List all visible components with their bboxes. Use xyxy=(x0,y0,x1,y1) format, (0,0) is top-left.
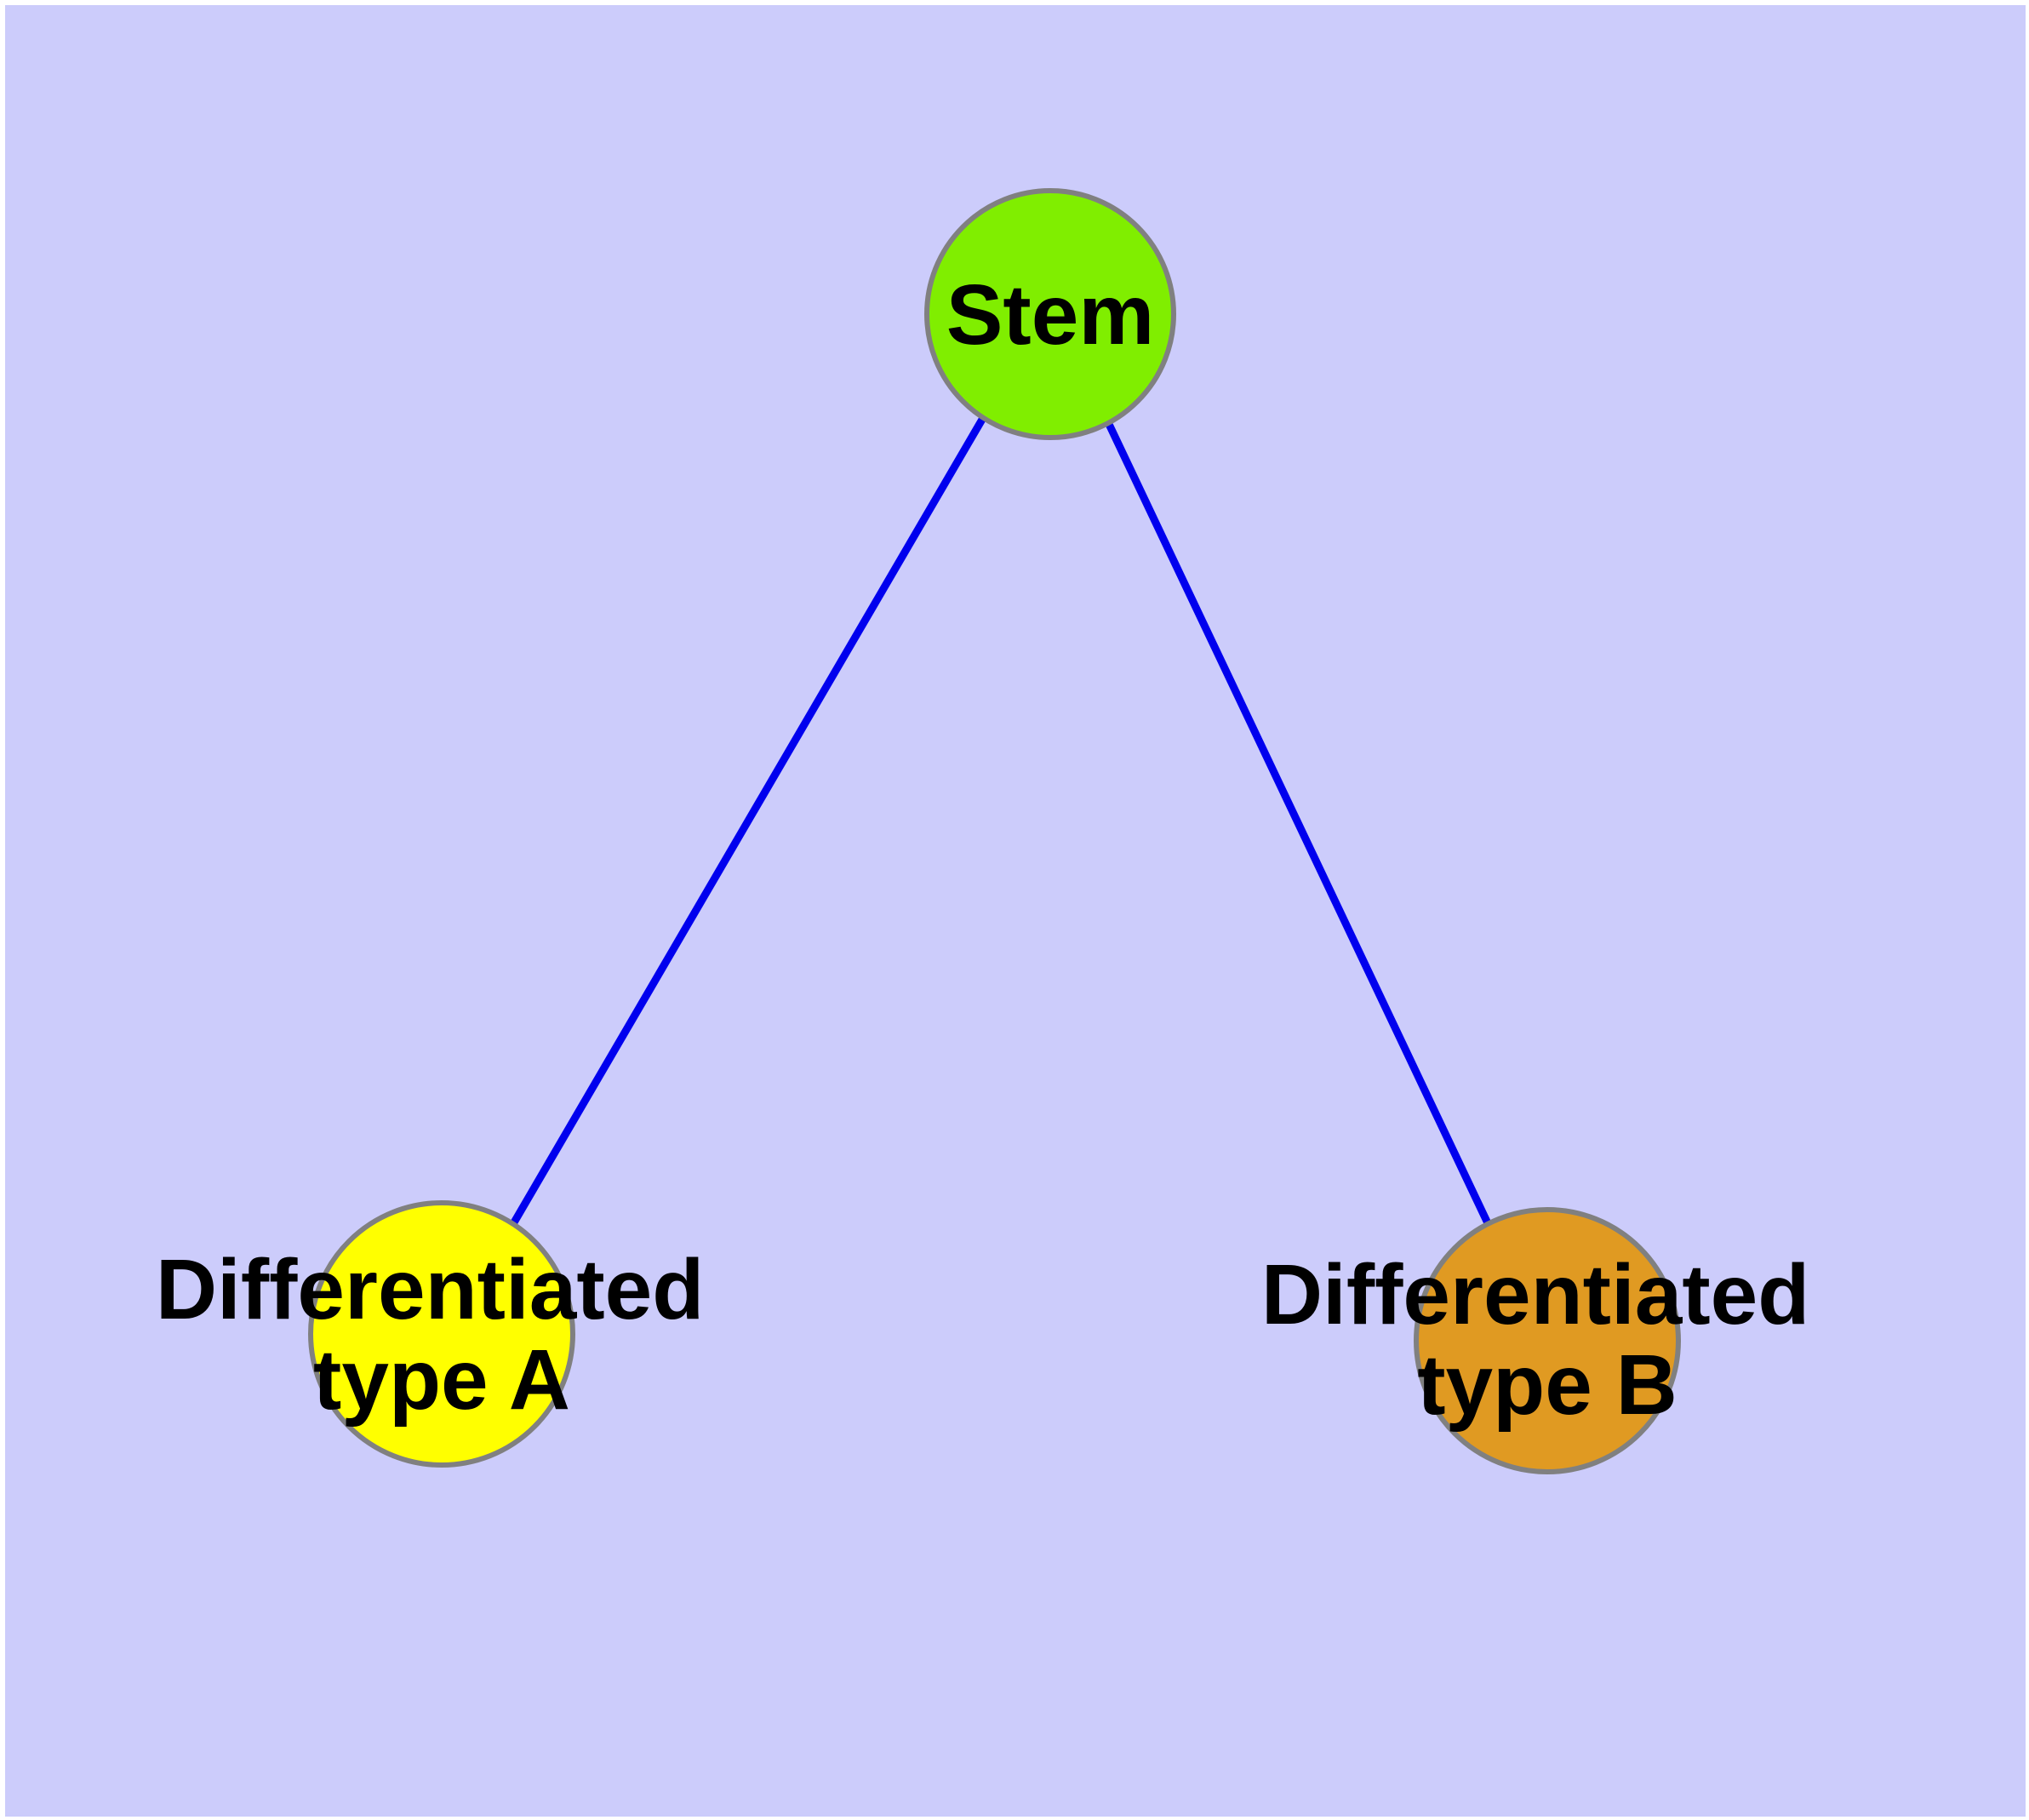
node-differentiated-type-b-label: Differentiated type B xyxy=(1261,1247,1833,1433)
node-stem-label-line-1: Stem xyxy=(946,267,1155,363)
node-differentiated-type-a-circle[interactable] xyxy=(308,1200,575,1468)
node-differentiated-type-a-label: Differentiated type A xyxy=(156,1242,728,1428)
node-stem-label: Stem xyxy=(946,267,1155,363)
edge-stem-to-differentiated-type-b[interactable] xyxy=(1103,419,1493,1227)
node-differentiated-type-b-label-line-1: Differentiated xyxy=(1261,1247,1810,1342)
node-stem-circle[interactable] xyxy=(924,188,1176,440)
node-differentiated-type-a-label-line-1: Differentiated xyxy=(156,1242,705,1337)
node-differentiated-type-b-label-line-2: type B xyxy=(1417,1337,1677,1433)
edge-layer xyxy=(511,415,1493,1227)
edge-stem-to-differentiated-type-a[interactable] xyxy=(511,415,986,1225)
node-differentiated-type-a-label-line-2: type A xyxy=(313,1332,570,1428)
node-differentiated-type-b-circle[interactable] xyxy=(1414,1207,1681,1474)
label-layer: Stem Differentiated type A Differentiate… xyxy=(156,267,1833,1433)
node-layer xyxy=(308,188,1681,1474)
